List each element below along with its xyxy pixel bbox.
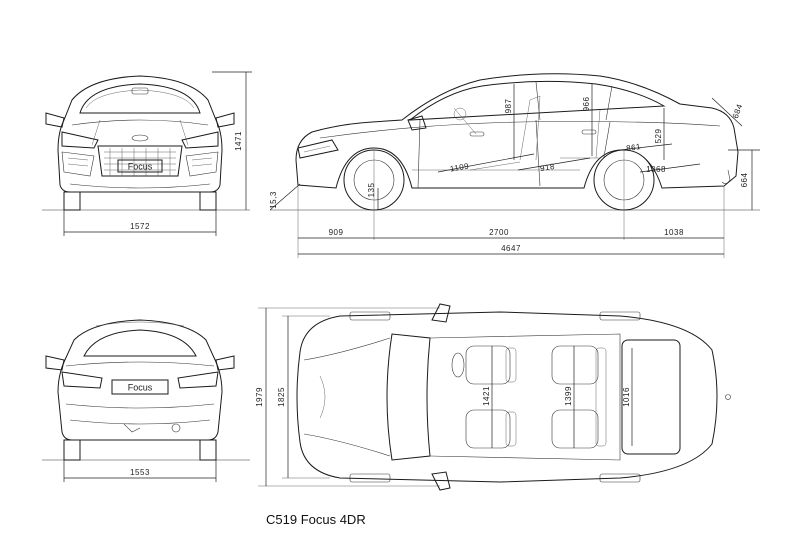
- rear-seat-height-label: 529: [654, 129, 663, 144]
- front-legroom-label: 1109: [449, 161, 470, 173]
- approach-angle-label: 15,3: [269, 191, 278, 209]
- trunk-opening-label: 684: [731, 103, 745, 120]
- width-with-mirrors-dimension: 1979: [255, 387, 264, 407]
- top-view-drawing: 1421 1399 1016 1979 1825: [255, 303, 731, 491]
- rear-height-label: 664: [740, 173, 749, 188]
- trunk-length-label: 1068: [646, 165, 666, 174]
- trunk-depth-label: 861: [626, 142, 642, 153]
- overall-length-dimension: 4647: [501, 244, 521, 253]
- ground-clearance-label: 135: [367, 183, 376, 198]
- front-shoulder-width-label: 1421: [482, 386, 491, 406]
- rear-track-dimension: 1553: [130, 468, 150, 477]
- front-view-drawing: Focus 1471 1572: [42, 71, 252, 236]
- rear-badge-text: Focus: [128, 383, 153, 393]
- front-badge-text: Focus: [128, 162, 153, 172]
- front-headroom-label: 987: [504, 99, 513, 114]
- rear-view-drawing: Focus 1553: [42, 319, 250, 482]
- rear-headroom-label: 966: [582, 97, 591, 112]
- side-view-drawing: 15,3 135 987 966 1109 918 529 861 1068 6…: [269, 73, 760, 258]
- overall-width-dimension: 1825: [277, 387, 286, 407]
- front-height-dimension: 1471: [234, 131, 243, 151]
- rear-overhang-dimension: 1038: [664, 228, 684, 237]
- drawing-caption: C519 Focus 4DR: [266, 512, 366, 527]
- front-overhang-dimension: 909: [329, 228, 344, 237]
- rear-shoulder-width-label: 1399: [564, 386, 573, 406]
- rear-legroom-label: 918: [539, 162, 555, 173]
- wheelbase-dimension: 2700: [489, 228, 509, 237]
- trunk-width-label: 1016: [622, 387, 631, 407]
- front-track-dimension: 1572: [130, 222, 150, 231]
